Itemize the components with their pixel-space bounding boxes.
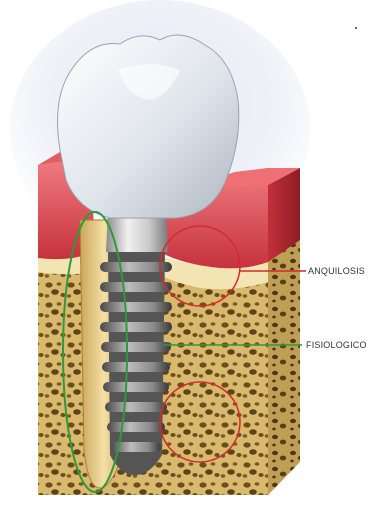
dental-implant-icon: [100, 250, 172, 475]
fisiologico-label: FISIOLOGICO: [306, 340, 367, 350]
dental-crown-icon: [58, 35, 239, 218]
anquilosis-label: ANQUILOSIS: [308, 266, 365, 276]
stray-dot: [355, 27, 357, 29]
